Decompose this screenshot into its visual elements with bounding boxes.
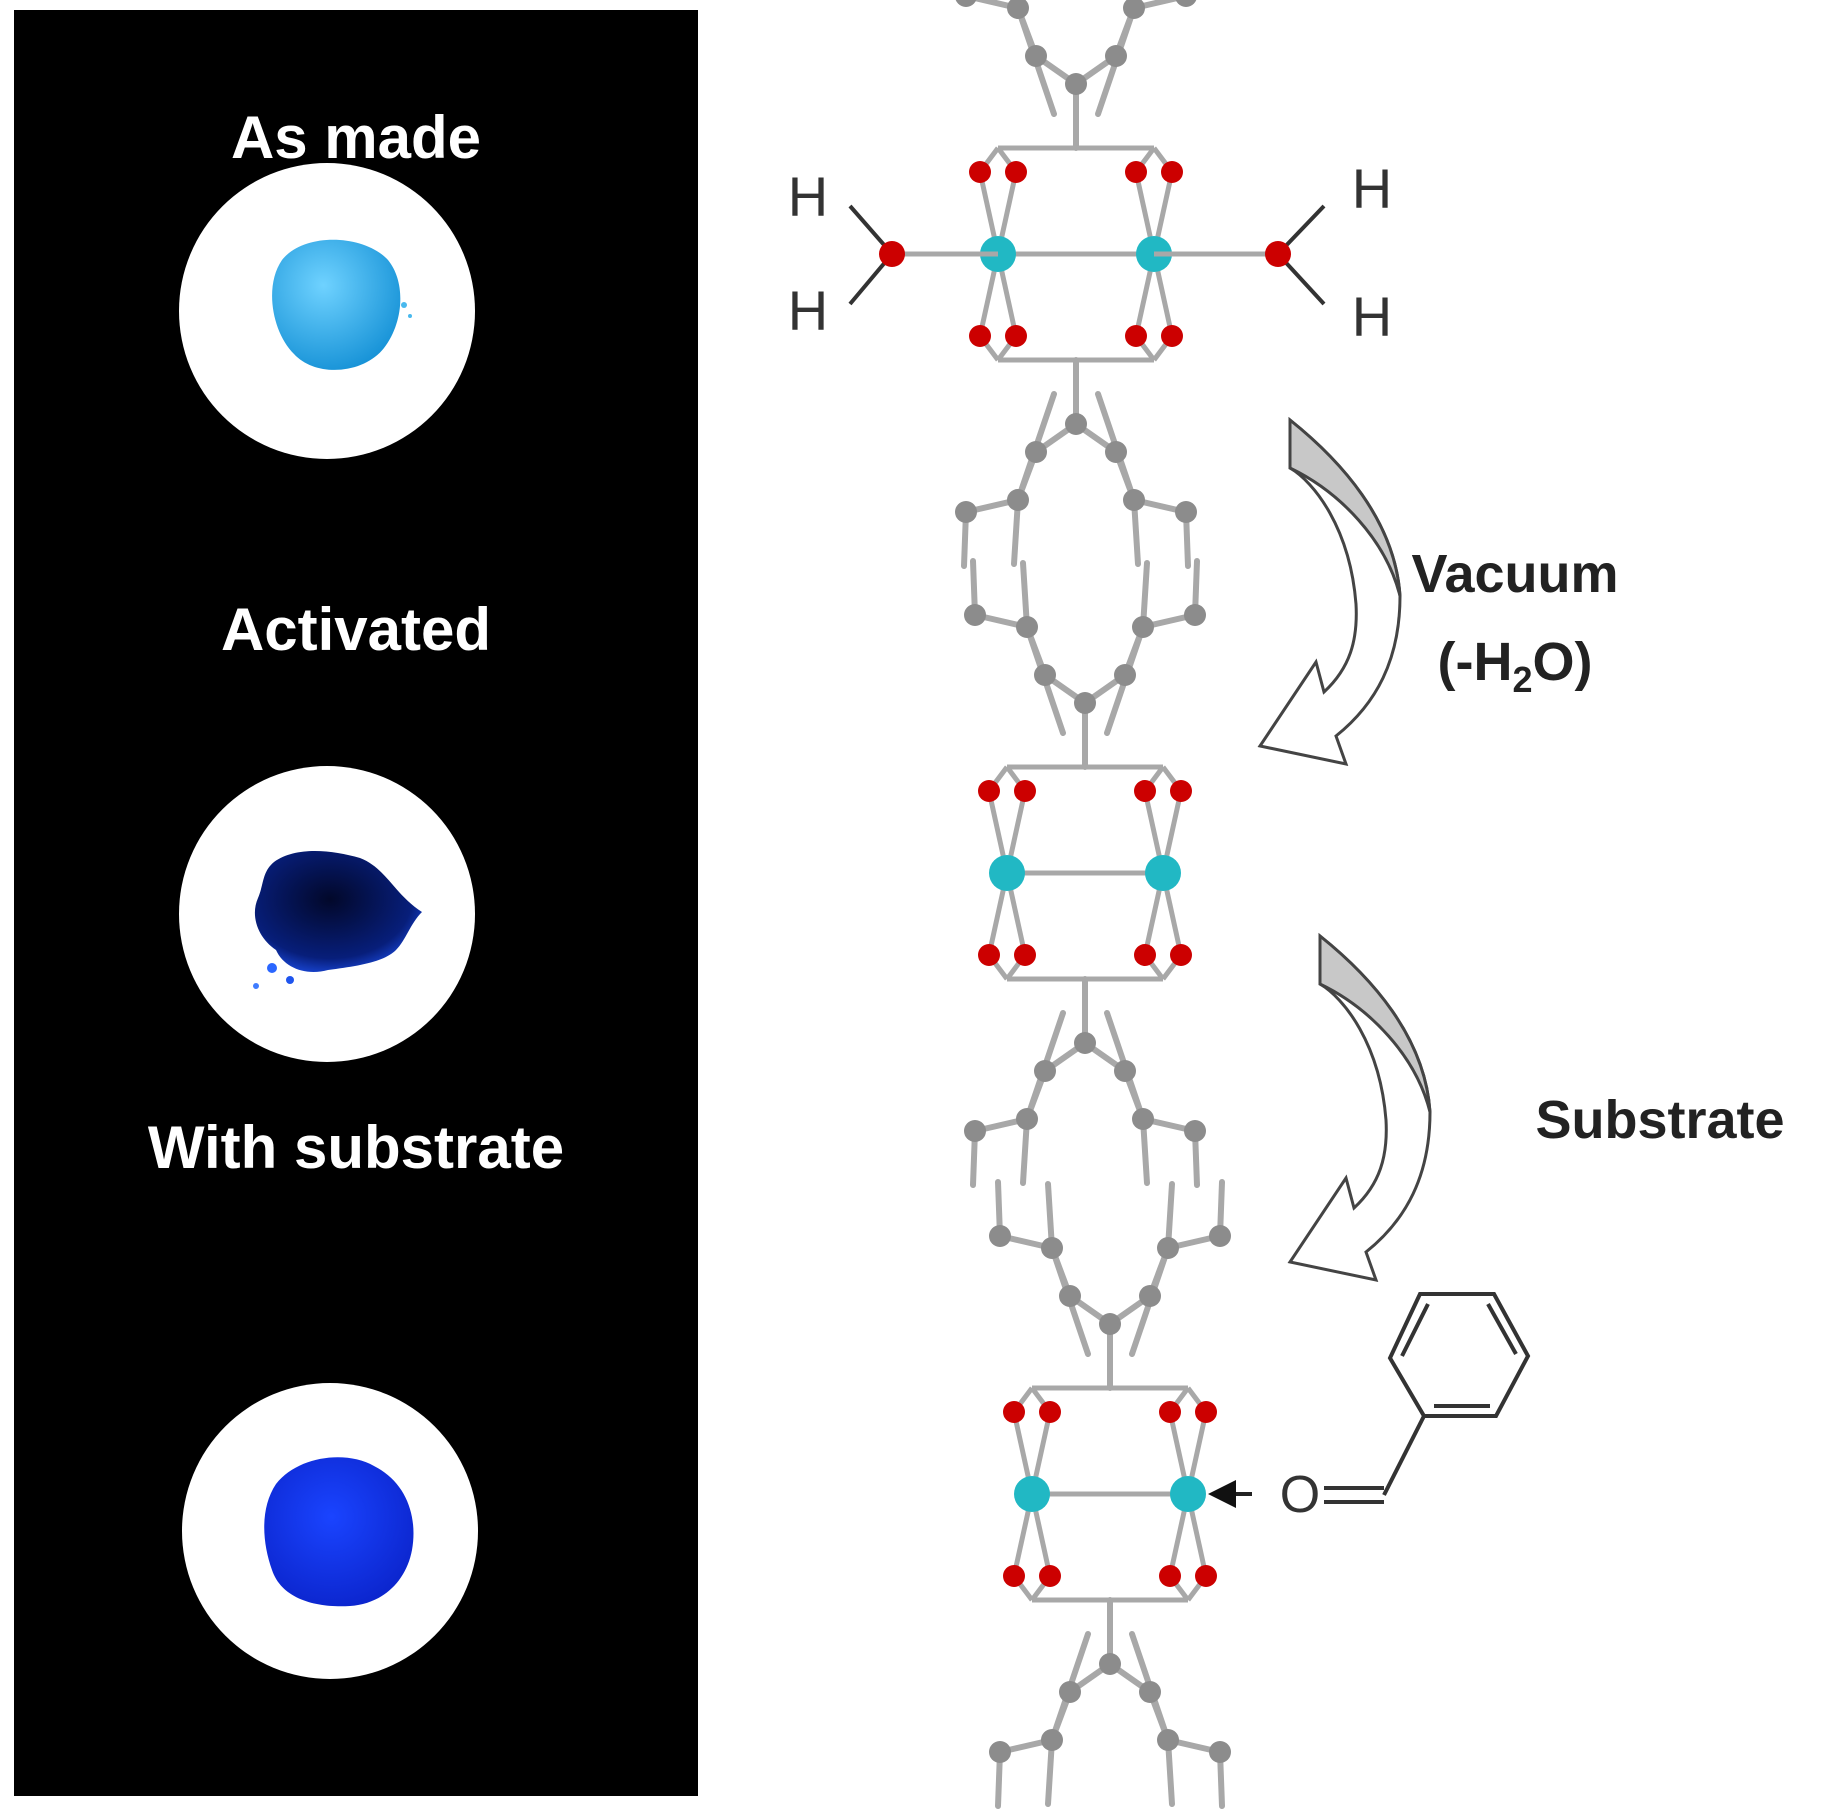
sample-photo-panel: As made Activated With substrate (14, 10, 698, 1796)
carbonyl-oxygen: O (1280, 1466, 1320, 1524)
dish-activated (179, 766, 475, 1062)
label-with-substrate: With substrate (147, 1114, 565, 1181)
sample-dishes (179, 163, 478, 1679)
dish-as-made (179, 163, 475, 459)
water-h-2: H (788, 279, 828, 342)
structure-with-substrate: O (989, 1182, 1531, 1806)
step-substrate-label: Substrate (1535, 1090, 1784, 1150)
arrow-vacuum (1258, 418, 1402, 766)
structure-as-made: H H H H (788, 0, 1392, 566)
label-as-made: As made (230, 104, 482, 171)
structure-activated (964, 561, 1206, 1185)
label-activated: Activated (220, 596, 492, 663)
water-h-3: H (1352, 157, 1392, 220)
powder-with-substrate (264, 1457, 414, 1607)
water-h-4: H (1352, 285, 1392, 348)
arrow-substrate (1288, 934, 1432, 1282)
water-h-1: H (788, 165, 828, 228)
powder-activated (254, 851, 422, 972)
dish-with-substrate (182, 1383, 478, 1679)
powder-as-made (272, 239, 401, 370)
benzaldehyde-substrate: O (1208, 1292, 1531, 1524)
step-vacuum-sublabel: (-H2O) (1438, 632, 1593, 700)
step-vacuum-label: Vacuum (1411, 544, 1618, 604)
